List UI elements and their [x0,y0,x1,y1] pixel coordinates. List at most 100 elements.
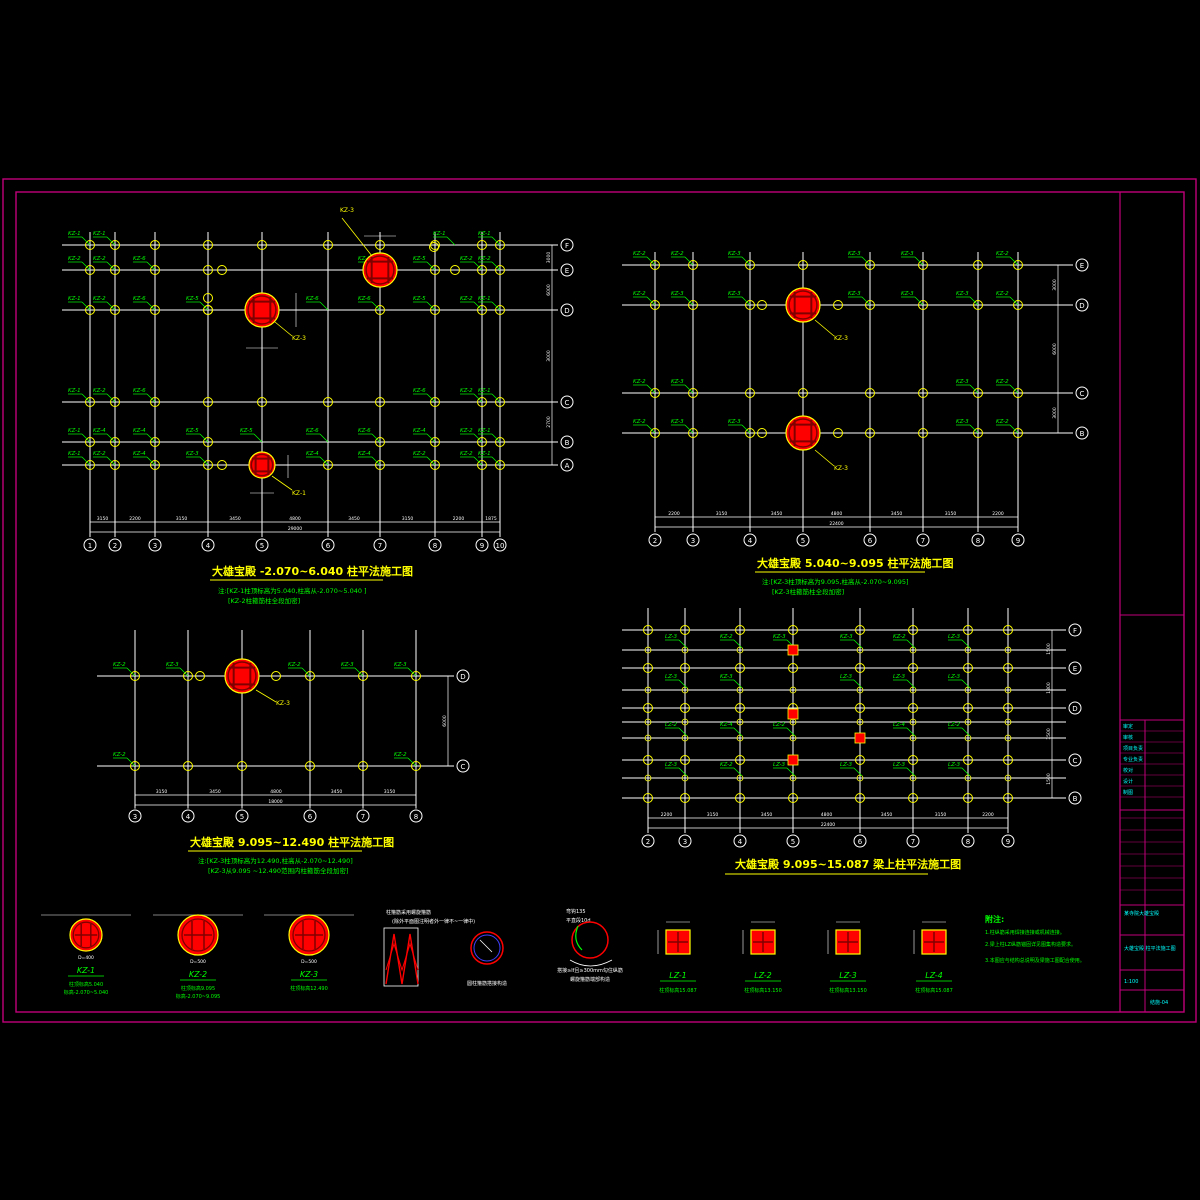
column-node [430,305,440,315]
axis-bubble-1 [83,538,97,552]
column-node [203,460,213,470]
column-node [429,242,439,252]
beam-column-node [1004,718,1012,726]
column-node [150,397,160,407]
beam-column-node [964,734,972,742]
column-node [855,663,865,673]
plan-1-dim-y-seg-2: 3000 [546,350,552,362]
column-label: KZ-6 [306,428,319,434]
column-label: KZ-3 [728,251,741,257]
column-label: KZ-2 [288,662,301,668]
column-node [110,305,120,315]
axis-bubble-5-label: 5 [801,537,805,545]
column-node [375,397,385,407]
column-node [865,260,875,270]
column-label: KZ-2 [720,762,733,768]
plan-1-callout-bottom: KZ-1 [292,490,306,497]
column-node [973,428,983,438]
dim-chain-seg-2: 3450 [771,511,783,517]
column-label-leader [473,393,483,403]
column-label-leader [81,433,91,443]
plan-1-title: 大雄宝殿 -2.070~6.040 柱平法施工图 [212,564,413,578]
axis-bubble-B [1075,426,1089,440]
lz-caption-LZ-1: 柱顶标高15.087 [659,987,697,994]
column-node [195,671,205,681]
column-label: KZ-2 [460,256,473,262]
beam-column-node [789,686,797,694]
column-label-leader [853,639,863,649]
column-label-leader [491,456,501,466]
column-node [323,460,333,470]
dim-chain-seg-0: 3150 [97,516,109,522]
beam-column-lz [854,732,866,744]
hook-caption-2: 螺旋箍筋端部构造 [570,976,610,983]
beam-column-lz [787,708,799,720]
column-node [650,300,660,310]
column-node [650,428,660,438]
axis-bubble-2-label: 2 [653,537,657,545]
column-node [85,305,95,315]
hook-end [575,925,583,951]
column-label: LZ-3 [948,634,961,640]
column-label: KZ-4 [306,451,319,457]
notes-item-3: 3.本图应与结构总说明及梁施工图配合使用。 [985,957,1085,964]
column-label-leader [733,727,743,737]
column-label-leader [81,301,91,311]
column-label-leader [906,767,916,777]
axis-bubble-9 [1001,834,1015,848]
column-label: KZ-3 [341,662,354,668]
column-label: KZ-2 [93,296,106,302]
column-node [735,625,745,635]
column-label: KZ-1 [478,451,491,457]
beam-column-node [681,734,689,742]
column-label-leader [371,433,381,443]
column-node [745,300,755,310]
column-node [203,240,213,250]
column-label-leader [853,679,863,689]
spiral-zigzag [385,942,419,972]
column-label-leader [853,767,863,777]
column-label: KZ-1 [68,451,81,457]
column-node [855,625,865,635]
plan-2-dim-y-seg-2: 3000 [1052,407,1058,419]
ring-detail [470,931,504,965]
round-column-kz3-ring [227,661,257,691]
column-label-leader [106,433,116,443]
column-node [688,388,698,398]
column-label: KZ-6 [358,296,371,302]
column-node [477,437,487,447]
column-label-leader [301,667,311,677]
column-label-leader [473,433,483,443]
detail-dia-KZ-3: D=500 [301,959,317,965]
column-node [757,300,767,310]
plan-1-callout-mid: KZ-3 [292,335,306,342]
column-node [643,755,653,765]
axis-bubble-E-label: E [1080,262,1084,270]
column-node [110,437,120,447]
hook-note-2: 平直段10d [566,917,591,924]
dim-chain-seg-8: 1875 [485,516,497,522]
axis-bubble-7 [373,538,387,552]
detail-caption-1-KZ-1: 柱顶标高5.040 [69,981,103,988]
column-label-leader [741,296,751,306]
column-node [237,761,247,771]
dim-chain-seg-3: 3450 [331,789,343,795]
column-node [688,260,698,270]
column-node [643,663,653,673]
dim-chain-seg-6: 2200 [982,812,994,818]
column-label-leader [473,261,483,271]
column-node [918,300,928,310]
column-node [495,240,505,250]
axis-bubble-8-label: 8 [433,542,437,550]
column-node [411,671,421,681]
dim-chain-seg-5: 3450 [348,516,360,522]
column-node [305,761,315,771]
title-block-project: 某寺院大雄宝殿 [1124,910,1159,917]
axis-bubble-D-label: D [1072,705,1077,713]
column-label-leader [426,433,436,443]
column-label: LZ-3 [665,762,678,768]
beam-column-node [1004,646,1012,654]
column-label-leader [146,433,156,443]
column-node [798,260,808,270]
